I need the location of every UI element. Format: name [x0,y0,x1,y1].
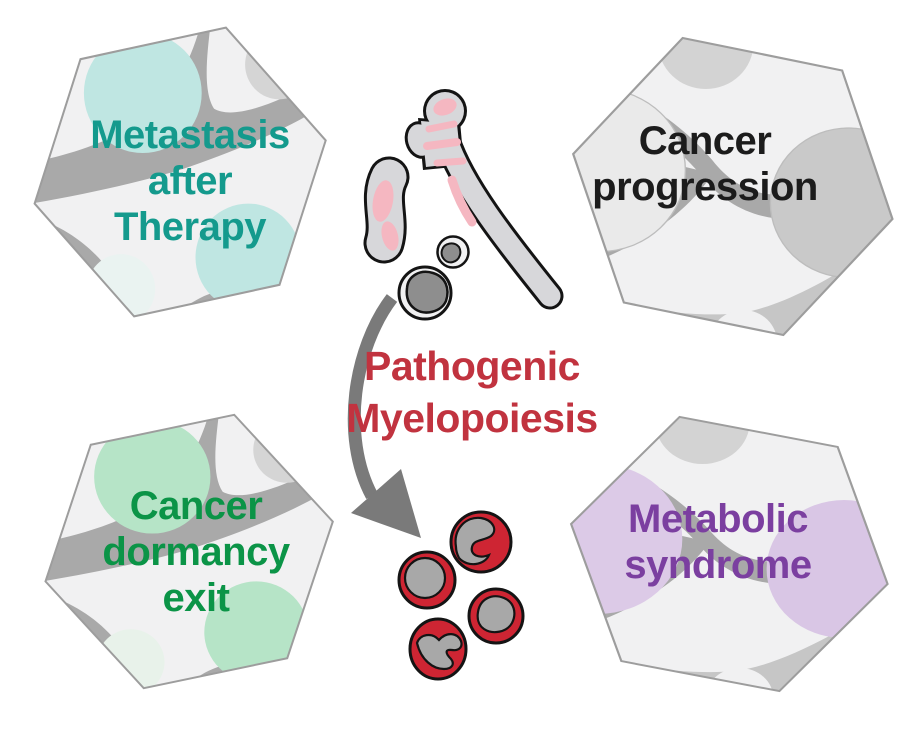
monocytes-group [397,510,525,681]
arrowhead-icon [351,469,421,538]
label-line: syndrome [624,543,812,587]
tumor-cell [204,581,309,684]
marrow-icon [433,98,457,116]
tumor-cell [94,419,211,534]
marrow-icon [423,138,461,150]
stem-cell-nucleus [440,242,462,264]
monocyte-nucleus [415,633,463,671]
label-line: exit [162,576,230,620]
tumor-cell [83,32,202,154]
hexagon-label-cancer-dormancy-exit: Cancer dormancy exit [46,483,346,621]
monocyte-nucleus [454,516,496,566]
marrow-icon [433,157,467,167]
title-line: Myelopoiesis [346,395,598,441]
label-line: Metastasis [90,113,290,157]
marrow-icon [425,120,458,133]
marrow-icon [372,180,394,222]
tumor-cell [195,203,301,312]
label-line: progression [592,165,818,209]
figure-title: Pathogenic Myelopoiesis [322,340,622,444]
tissue-cell [571,464,683,614]
marrow-icon [381,221,399,251]
label-line: Cancer [129,484,263,528]
bone-marrow-illustration [347,89,564,681]
hexagon-label-metastasis-after-therapy: Metastasis after Therapy [40,112,340,250]
differentiation-arrow-icon [347,294,398,500]
label-line: after [147,159,233,203]
marrow-icon [447,175,477,227]
monocyte-nucleus [476,595,516,634]
title-line: Pathogenic [364,343,580,389]
hexagon-label-cancer-progression: Cancer progression [555,118,855,210]
monocyte-nucleus [403,556,447,600]
corner-cell [705,668,774,692]
corner-cell [709,310,778,336]
hexagon-label-metabolic-syndrome: Metabolic syndrome [568,496,868,588]
label-line: dormancy [102,530,290,574]
label-line: Metabolic [628,497,808,541]
gray-cell [658,37,754,89]
label-line: Cancer [638,119,772,163]
stem-cell-nucleus [405,270,449,314]
label-line: Therapy [113,205,267,249]
